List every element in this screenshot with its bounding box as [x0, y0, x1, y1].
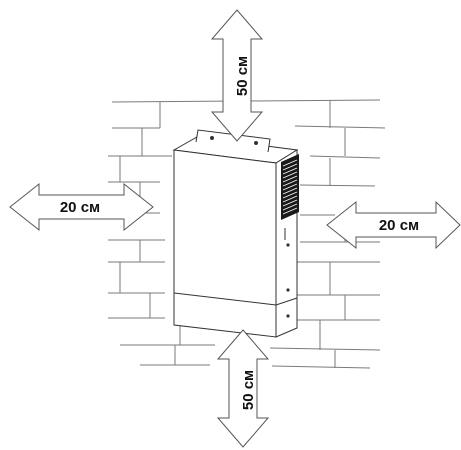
left-clearance-label: 20 см [60, 199, 100, 216]
right-clearance-label: 20 см [379, 217, 419, 234]
device-bottom-panel-line [173, 292, 277, 306]
bracket-hole-right [254, 141, 258, 145]
top-clearance-label: 50 см [234, 56, 251, 96]
bracket-hole-left [210, 136, 214, 140]
device-front-face [173, 149, 277, 338]
side-screw-2 [286, 288, 290, 292]
top-clearance-arrow [210, 9, 264, 142]
side-vent-grille [281, 154, 299, 220]
side-screw-3 [286, 314, 290, 318]
inverter-device [172, 129, 299, 338]
device-side-panel-line [275, 297, 298, 306]
bottom-clearance-label: 50 см [240, 370, 257, 410]
left-clearance-arrow [9, 182, 154, 232]
brick-wall [108, 99, 386, 369]
bottom-clearance-arrow [216, 329, 270, 448]
side-screw-1 [286, 243, 290, 247]
right-clearance-arrow [326, 200, 461, 250]
